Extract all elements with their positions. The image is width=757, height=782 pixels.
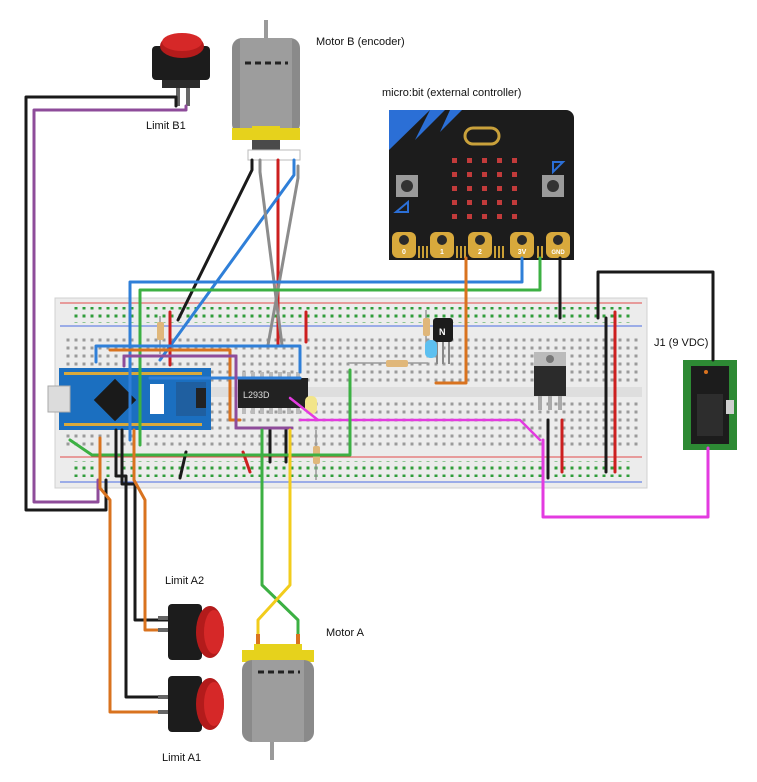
limit-a2-label: Limit A2: [165, 575, 205, 587]
transistor: N: [433, 318, 453, 364]
limit-a1-label: Limit A1: [162, 752, 202, 764]
l293d-chip: L293D: [238, 372, 308, 414]
motor-a-label: Motor A: [326, 627, 364, 639]
microbit-pin-3v: 3V: [518, 249, 527, 256]
transistor-mark: N: [439, 327, 446, 337]
motor-b: [232, 20, 301, 161]
microbit-label: micro:bit (external controller): [382, 87, 522, 99]
motor-a: [242, 634, 314, 760]
l293d-label: L293D: [243, 390, 270, 400]
led-blue: [425, 340, 437, 358]
arduino-nano: [47, 368, 211, 430]
j1-power-jack: [683, 360, 737, 450]
resistor-1: [157, 316, 164, 354]
wires: [24, 95, 715, 714]
microbit-pin-2: 2: [478, 249, 482, 256]
motor-b-label: Motor B (encoder): [316, 36, 405, 48]
microbit-pin-gnd: GND: [551, 250, 565, 256]
voltage-regulator: [534, 352, 566, 410]
microbit-pin-1: 1: [440, 249, 444, 256]
microbit-pin-0: 0: [402, 249, 406, 256]
limit-b1-switch: [152, 33, 210, 106]
microbit-board: 0 1 2 3V GND: [389, 110, 574, 260]
limit-a2-switch: [158, 604, 224, 660]
led-yellow: [305, 396, 317, 414]
limit-b1-label: Limit B1: [146, 120, 186, 132]
limit-a1-switch: [158, 676, 224, 732]
j1-label: J1 (9 VDC): [654, 337, 709, 349]
resistor-2: [348, 360, 428, 367]
